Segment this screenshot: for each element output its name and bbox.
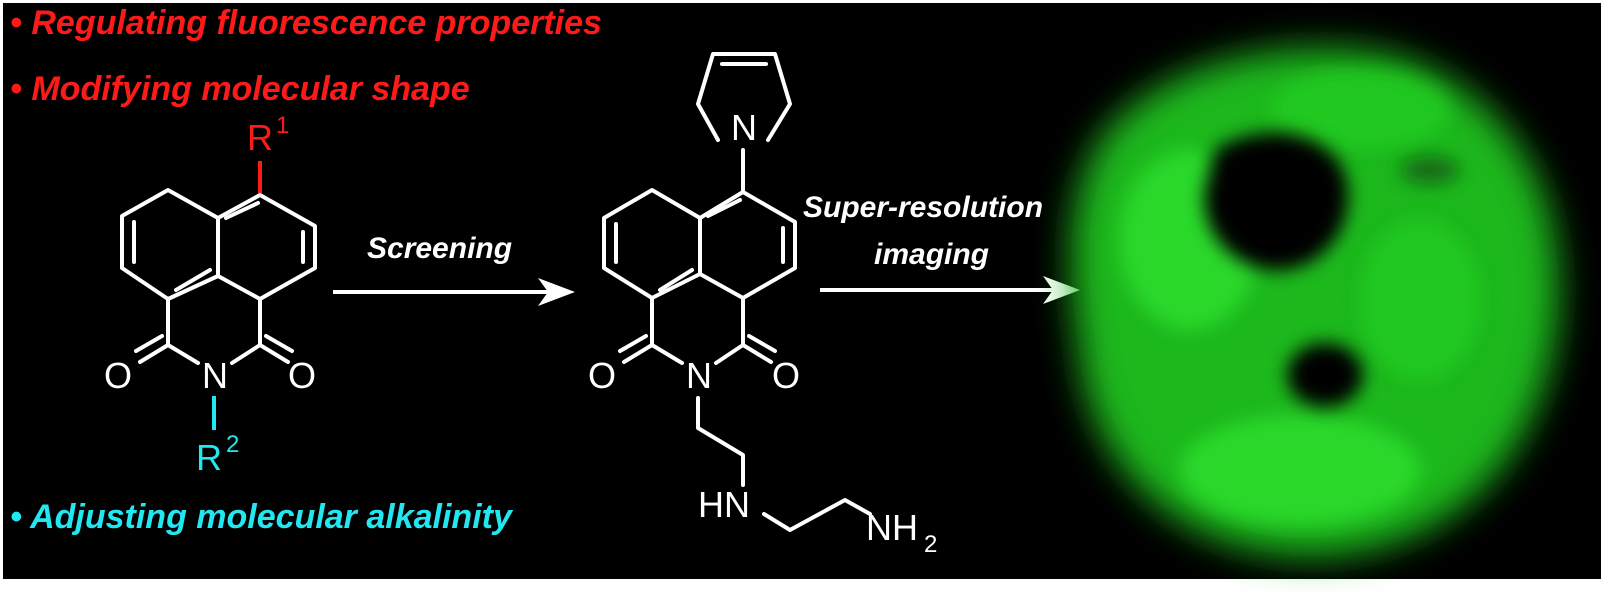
- probe-double-1: [706, 198, 742, 218]
- probe-nh-subscript: 2: [924, 531, 937, 558]
- scaffold-o-left: O: [104, 355, 132, 396]
- imaging-label-line2: imaging: [874, 238, 989, 271]
- naphthalimide-scaffold: R 1 O N O R 2: [104, 112, 317, 478]
- imaging-label-line1: Super-resolution: [803, 191, 1043, 224]
- scaffold-o-right: O: [288, 355, 316, 396]
- pyrroline-n: N: [731, 107, 757, 148]
- imaging-step: Super-resolution imaging: [803, 191, 1080, 304]
- r2-superscript: 2: [226, 431, 239, 458]
- probe-carbonyl-right: [741, 343, 773, 364]
- carbonyl-left: [138, 343, 170, 364]
- annotation-fluorescence: • Regulating fluorescence properties: [10, 4, 602, 42]
- probe-o-left: O: [588, 355, 616, 396]
- probe-imide-n: N: [686, 355, 712, 396]
- scaffold-n: N: [202, 355, 228, 396]
- double-bond-1: [224, 201, 260, 220]
- probe-molecule: N O N O HN NH 2: [588, 52, 937, 558]
- screening-step: Screening: [333, 232, 575, 306]
- probe-hn: HN: [698, 484, 750, 525]
- pyrroline-ring: [696, 52, 792, 142]
- cell-dark-hole-1: [1204, 132, 1349, 271]
- carbonyl-right: [258, 343, 290, 364]
- probe-ring-left: [602, 188, 702, 300]
- r1-label: R: [247, 117, 273, 158]
- annotation-alkalinity: • Adjusting molecular alkalinity: [10, 498, 514, 536]
- chain-bonds-1: [696, 396, 745, 487]
- probe-carbonyl-right-2: [747, 334, 777, 353]
- double-bond-4: [174, 268, 212, 292]
- cell-dark-hole-2: [1287, 343, 1363, 407]
- r1-superscript: 1: [276, 112, 289, 139]
- ring-left: [120, 188, 220, 301]
- r2-label: R: [196, 437, 222, 478]
- fluorescence-cell-image: [1071, 48, 1559, 557]
- carbonyl-right-2: [264, 334, 294, 353]
- probe-carbonyl-left: [622, 343, 654, 364]
- cell-dim-region: [1400, 156, 1460, 184]
- cell-bright-region-2: [1180, 415, 1420, 525]
- probe-nh: NH: [866, 507, 918, 548]
- probe-carbonyl-left-2: [618, 334, 648, 353]
- cell-bright-region-4: [1270, 70, 1450, 150]
- screening-label: Screening: [367, 232, 512, 265]
- probe-o-right: O: [772, 355, 800, 396]
- cell-bright-region-3: [1360, 220, 1480, 380]
- probe-double-4: [658, 268, 694, 292]
- chain-bonds-2: [762, 498, 872, 532]
- carbonyl-left-2: [134, 334, 164, 353]
- screening-arrow-head: [538, 278, 575, 306]
- annotation-shape: • Modifying molecular shape: [10, 70, 470, 108]
- imaging-arrow-head: [1043, 276, 1080, 304]
